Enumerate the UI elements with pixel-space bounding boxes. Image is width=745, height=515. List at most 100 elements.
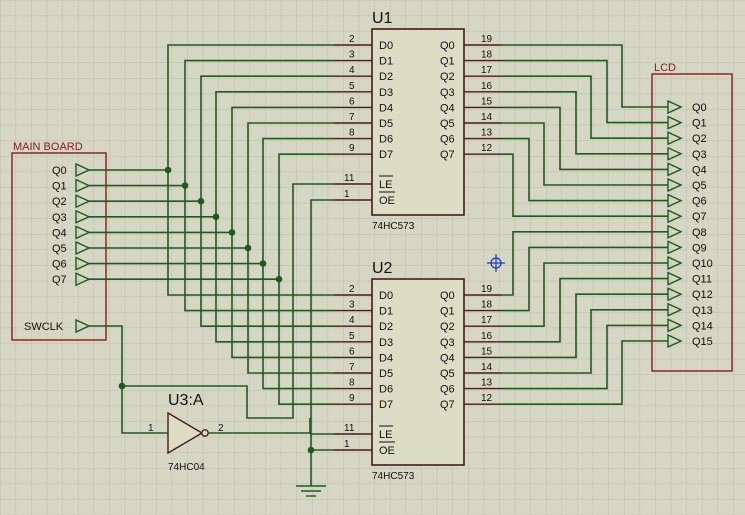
lcd-pin-label: Q10: [692, 258, 713, 270]
junction-dots: [118, 166, 315, 454]
chip-pin-label: Q4: [440, 102, 455, 114]
chip-pin-label: D7: [379, 399, 393, 411]
chip-pin-number: 3: [349, 50, 355, 61]
lcd-pin-label: Q12: [692, 289, 713, 301]
chip-pin-number: 6: [349, 96, 355, 107]
lcd-pin-label: Q14: [692, 320, 713, 332]
inverter-part: 74HC04: [168, 462, 205, 473]
main-board-pin-label: Q3: [52, 212, 67, 224]
chip-u2[interactable]: U22D03D14D25D36D47D58D69D719Q018Q117Q216…: [334, 260, 502, 482]
main-board-title: MAIN BOARD: [13, 141, 83, 153]
junction-dot: [197, 197, 205, 205]
chip-pin-label: D5: [379, 368, 393, 380]
lcd-pin-label: Q13: [692, 305, 713, 317]
chip-pin-label: D1: [379, 56, 393, 68]
chip-pin-label: D5: [379, 118, 393, 130]
inverter-u3a[interactable]: U3:A 1 2 74HC04: [148, 392, 224, 473]
chip-pin-label: D3: [379, 337, 393, 349]
chip-pin-label: Q0: [440, 290, 455, 302]
main-board-pin-label: Q6: [52, 259, 67, 271]
chip-pin-number: 6: [349, 346, 355, 357]
main-board-pin-arrow-icon: [75, 178, 91, 193]
wire-lcd-low: [502, 153, 668, 217]
wire-lcd-high: [502, 308, 668, 374]
chip-pin-number: 14: [481, 112, 493, 123]
chip-pin-number: 15: [481, 346, 493, 357]
main-board-pin-label: Q5: [52, 243, 67, 255]
chip-pin-label: D7: [379, 149, 393, 161]
main-board-pin-label: Q0: [52, 165, 67, 177]
main-board-swclk-label: SWCLK: [24, 321, 64, 333]
lcd-pin-label: Q1: [692, 118, 707, 130]
chip-pin-number: 4: [349, 315, 355, 326]
chip-pin-number: 13: [481, 128, 493, 139]
lcd-pin-label: Q3: [692, 149, 707, 161]
chip-pin-number: 19: [481, 34, 493, 45]
chip-pin-number: 16: [481, 331, 493, 342]
chip-pin-number: 15: [481, 96, 493, 107]
main-board-pin-arrow-icon: [75, 256, 91, 271]
lcd-connector[interactable]: LCD Q0Q1Q2Q3Q4Q5Q6Q7Q8Q9Q10Q11Q12Q13Q14Q…: [651, 62, 733, 372]
wire-lcd-high: [502, 293, 668, 359]
chip-pin-label: Q6: [440, 134, 455, 146]
junction-dot: [118, 382, 126, 390]
chip-pin-number: 9: [349, 393, 355, 404]
main-board-pin-arrow-icon: [75, 272, 91, 287]
chip-pin-label: Q1: [440, 306, 455, 318]
lcd-pin-label: Q2: [692, 133, 707, 145]
chip-pin-number: 17: [481, 65, 493, 76]
wire-lcd-high: [502, 340, 668, 406]
chip-pin-label: Q5: [440, 368, 455, 380]
wire-clock: [89, 325, 168, 434]
chip-pin-label: Q4: [440, 352, 455, 364]
wire-lcd-high: [502, 262, 668, 328]
lcd-pin-label: Q8: [692, 227, 707, 239]
main-board-pin-arrow-icon: [75, 194, 91, 209]
main-board-pin-label: Q4: [52, 227, 67, 239]
inverter-ref: U3:A: [168, 392, 204, 409]
chip-part: 74HC573: [372, 471, 415, 482]
wire-ground: [310, 199, 334, 486]
lcd-pin-label: Q11: [692, 274, 712, 286]
chip-pin-number: 12: [481, 393, 493, 404]
chip-pin-number: 8: [349, 128, 355, 139]
chip-pin-number: 11: [344, 423, 355, 434]
chip-pin-label: LE: [379, 429, 392, 441]
chip-pin-label: Q3: [440, 87, 455, 99]
chip-pin-label: LE: [379, 179, 392, 191]
chip-pin-label: Q7: [440, 399, 455, 411]
wire-lcd-low: [502, 91, 668, 155]
lcd-pin-label: Q5: [692, 180, 707, 192]
junction-dot: [212, 213, 220, 221]
chip-body: [371, 278, 465, 466]
chip-pin-number: 5: [349, 331, 355, 342]
chip-pin-number: 12: [481, 143, 493, 154]
main-board-pin-arrow-icon: [75, 162, 91, 178]
wire-lcd-high: [502, 277, 668, 343]
chip-pin-label: D6: [379, 134, 393, 146]
chip-pin-label: OE: [379, 445, 395, 457]
chip-pin-label: D0: [379, 290, 393, 302]
chip-pin-label: Q2: [440, 321, 455, 333]
chip-pin-number: 11: [344, 173, 355, 184]
chip-part: 74HC573: [372, 221, 415, 232]
chip-pin-number: 4: [349, 65, 355, 76]
main-board-swclk-arrow-icon: [75, 318, 91, 334]
chip-pin-label: D2: [379, 71, 393, 83]
lcd-pin-label: Q4: [692, 164, 707, 176]
chip-pin-number: 19: [481, 284, 493, 295]
wire-lcd-low: [502, 44, 668, 108]
chip-pin-number: 9: [349, 143, 355, 154]
chip-u1[interactable]: U12D03D14D25D36D47D58D69D719Q018Q117Q216…: [334, 10, 502, 232]
main-board-pin-arrow-icon: [75, 209, 91, 224]
chip-ref: U2: [372, 260, 393, 277]
chip-pin-number: 16: [481, 81, 493, 92]
wire-lcd-low: [502, 122, 668, 186]
inverter-in-number: 1: [148, 423, 154, 434]
inverter-out-number: 2: [218, 423, 224, 434]
lcd-pin-label: Q0: [692, 102, 707, 114]
chip-pin-label: D4: [379, 102, 393, 114]
chip-pin-number: 2: [349, 284, 355, 295]
